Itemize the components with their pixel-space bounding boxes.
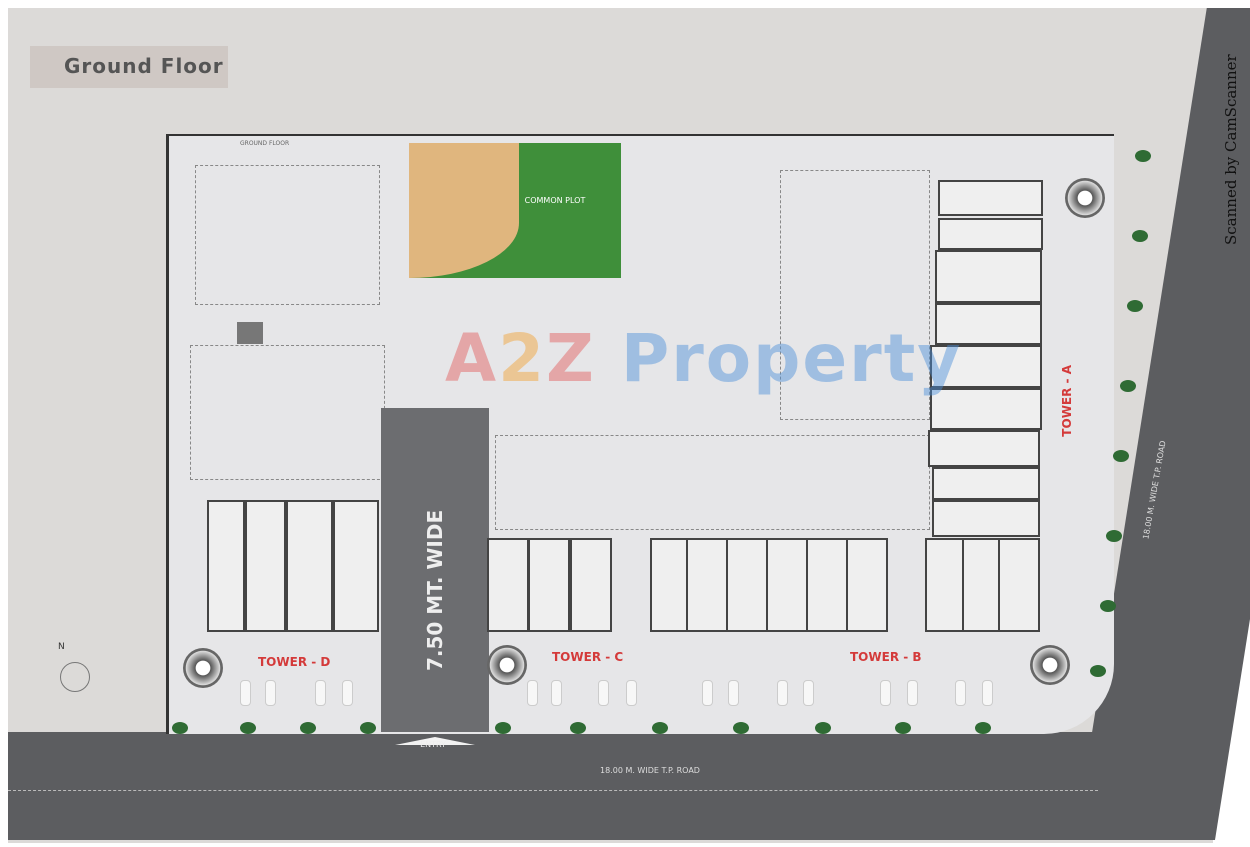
main-road-label: 18.00 M. WIDE T.P. ROAD (600, 766, 700, 775)
car-icon (551, 680, 562, 706)
unit-tower-bc (766, 538, 808, 632)
unit-tower-bc (686, 538, 728, 632)
north-arrow-icon (60, 662, 90, 692)
tree-icon (360, 722, 376, 734)
lift-block (237, 322, 263, 344)
page-title: Ground Floor (30, 46, 228, 88)
unit-tower-a (930, 388, 1042, 430)
unit-tower-bc (998, 538, 1040, 632)
clubhouse-lower-outline (190, 345, 385, 480)
inner-road-label: 7.50 MT. WIDE ROAD (423, 509, 555, 671)
unit-tower-a (938, 180, 1043, 216)
unit-tower-a (935, 250, 1042, 303)
tree-icon (570, 722, 586, 734)
tree-icon (495, 722, 511, 734)
unit-tower-bc (925, 538, 967, 632)
tree-icon (1113, 450, 1129, 462)
scanner-watermark: Scanned by CamScanner (1222, 54, 1240, 245)
tree-icon (895, 722, 911, 734)
tree-icon (1127, 300, 1143, 312)
spiral-stair-icon (1030, 645, 1070, 685)
road-centerline (8, 790, 1098, 791)
car-icon (240, 680, 251, 706)
entry-arrow-icon (395, 737, 475, 745)
tower-b-label: TOWER - B (850, 650, 922, 664)
car-icon (907, 680, 918, 706)
north-label: N (58, 642, 65, 652)
spiral-stair-icon (487, 645, 527, 685)
common-plot-garden (409, 143, 621, 278)
main-road (8, 732, 1213, 840)
unit-tower-a (932, 500, 1040, 537)
unit-tower-a (935, 303, 1042, 345)
car-icon (982, 680, 993, 706)
car-icon (315, 680, 326, 706)
car-icon (527, 680, 538, 706)
unit-tower-d (207, 500, 245, 632)
unit-tower-d (286, 500, 333, 632)
spiral-stair-icon (183, 648, 223, 688)
tree-icon (300, 722, 316, 734)
unit-tower-a (928, 430, 1040, 467)
unit-tower-bc (846, 538, 888, 632)
plan-label: GROUND FLOOR (240, 140, 290, 147)
car-icon (626, 680, 637, 706)
tree-icon (1090, 665, 1106, 677)
unit-tower-a (930, 345, 1042, 388)
unit-tower-bc (570, 538, 612, 632)
car-icon (342, 680, 353, 706)
tree-icon (1120, 380, 1136, 392)
unit-tower-bc (528, 538, 570, 632)
tree-icon (733, 722, 749, 734)
car-icon (702, 680, 713, 706)
unit-tower-bc (806, 538, 848, 632)
car-icon (777, 680, 788, 706)
tree-icon (975, 722, 991, 734)
unit-tower-d (333, 500, 379, 632)
tree-icon (1100, 600, 1116, 612)
car-icon (728, 680, 739, 706)
entry-label: ENTRY (420, 740, 446, 749)
tree-icon (240, 722, 256, 734)
tower-bc-outline (495, 435, 930, 530)
clubhouse-outline (195, 165, 380, 305)
tower-d-label: TOWER - D (258, 655, 331, 669)
tree-icon (1106, 530, 1122, 542)
car-icon (955, 680, 966, 706)
unit-tower-bc (487, 538, 529, 632)
inner-road (381, 408, 489, 732)
spiral-stair-icon (1065, 178, 1105, 218)
unit-tower-d (245, 500, 286, 632)
car-icon (880, 680, 891, 706)
tree-icon (652, 722, 668, 734)
tower-c-label: TOWER - C (552, 650, 624, 664)
unit-tower-a (932, 467, 1040, 500)
tree-icon (172, 722, 188, 734)
tree-icon (1135, 150, 1151, 162)
car-icon (598, 680, 609, 706)
common-plot-label: COMMON PLOT (524, 196, 586, 205)
tree-icon (815, 722, 831, 734)
tower-a-outline (780, 170, 930, 420)
car-icon (803, 680, 814, 706)
tree-icon (1132, 230, 1148, 242)
unit-tower-a (938, 218, 1043, 250)
car-icon (265, 680, 276, 706)
tower-a-label: TOWER - A (1060, 365, 1074, 437)
watermark: A2Z Property (445, 320, 963, 397)
unit-tower-bc (962, 538, 1004, 632)
unit-tower-bc (726, 538, 768, 632)
